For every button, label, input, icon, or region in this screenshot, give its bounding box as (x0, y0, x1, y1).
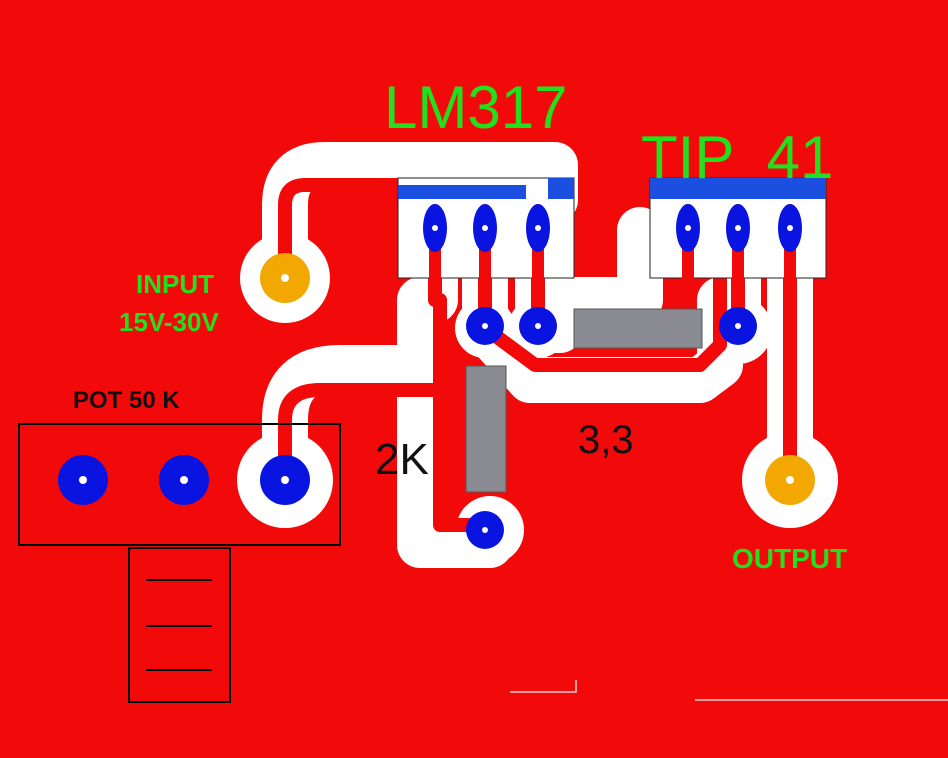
resistor-3r3 (573, 308, 703, 349)
input-terminal-pad (260, 253, 310, 303)
board-frame-marks (510, 680, 948, 701)
tip41-pin-3 (778, 204, 802, 252)
lm317-pin-2 (473, 204, 497, 252)
label-tip41: TIP 41 (641, 124, 833, 191)
label-resistor-2k: 2K (375, 435, 429, 484)
trace-bridge (537, 207, 663, 323)
oval-pads (423, 204, 802, 252)
via-pad-2k (466, 511, 504, 549)
tip41-pin-1 (676, 204, 700, 252)
pot-pad-2 (159, 455, 209, 505)
tip41-pin-2 (726, 204, 750, 252)
label-input: INPUT (136, 269, 214, 299)
round-pads (58, 253, 815, 549)
via-pad-tip (719, 307, 757, 345)
output-terminal-pad (765, 455, 815, 505)
label-resistor-3r3: 3,3 (578, 418, 634, 462)
pot-pad-1 (58, 455, 108, 505)
resistor-2k (465, 365, 507, 493)
lm317-pin-3 (526, 204, 550, 252)
label-output: OUTPUT (732, 543, 847, 574)
via-pad-lm-adj (466, 307, 504, 345)
label-pot: POT 50 K (73, 387, 180, 414)
label-input-voltage: 15V-30V (119, 307, 219, 337)
lm317-pin-1 (423, 204, 447, 252)
label-lm317: LM317 (384, 74, 567, 141)
pot-pad-3 (260, 455, 310, 505)
via-pad-lm-out (519, 307, 557, 345)
potentiometer-outline (18, 423, 341, 703)
